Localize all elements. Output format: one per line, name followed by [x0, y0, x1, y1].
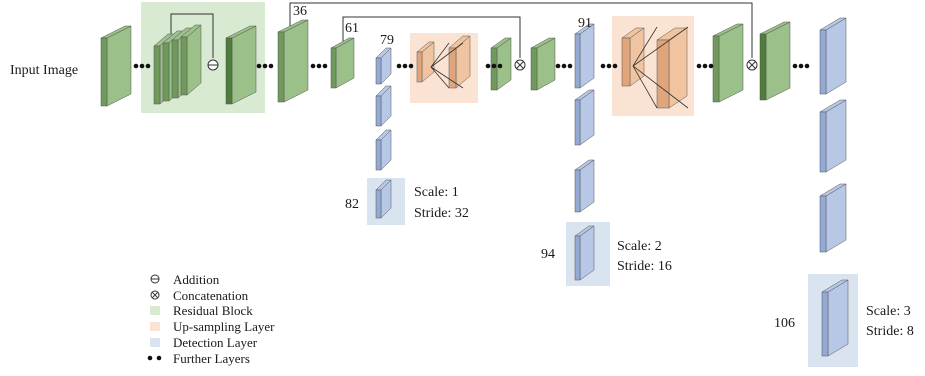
output-1-scale: Scale: 1 [414, 185, 459, 200]
further-layers-dots-icon [147, 355, 162, 361]
detection-layer-106 [821, 279, 849, 357]
conv-layer [530, 37, 556, 91]
output-1-stride: Stride: 32 [414, 206, 469, 221]
conv-layer-61 [330, 37, 355, 89]
further-layer-dot [145, 63, 151, 69]
input-image-label: Input Image [10, 63, 78, 78]
layer-blocks [100, 17, 849, 357]
detection-layer [375, 85, 392, 127]
layer-number-106: 106 [774, 316, 795, 331]
further-layer-dot [310, 63, 316, 69]
upsample-input-layer [621, 27, 645, 87]
layer-number-79: 79 [380, 33, 394, 48]
conv-layer [759, 21, 791, 101]
layer-number-61: 61 [345, 21, 359, 36]
further-layer-dots [133, 63, 810, 69]
layer-number-91: 91 [578, 16, 592, 31]
further-layer-dot [396, 63, 402, 69]
further-layer-dot [262, 63, 268, 69]
further-layer-dot [567, 63, 573, 69]
further-layer-dot [798, 63, 804, 69]
further-layer-dot [485, 63, 491, 69]
legend-label-residual: Residual Block [173, 303, 253, 318]
addition-icon [207, 59, 219, 71]
output-3-scale: Scale: 3 [866, 304, 911, 319]
further-layer-dot [696, 63, 702, 69]
conv-layer [712, 23, 744, 103]
detection-branch-layer-91 [574, 23, 595, 89]
conv-layer-36 [277, 19, 309, 103]
concatenation-icon [514, 59, 526, 71]
residual-output-layer [225, 25, 257, 105]
skip-connections [170, 2, 753, 58]
further-layer-dot [606, 63, 612, 69]
further-layer-dot [792, 63, 798, 69]
layer-number-82: 82 [345, 197, 359, 212]
legend-label-further: Further Layers [173, 351, 250, 366]
concatenation-icon [150, 290, 160, 300]
legend: Addition Concatenation Residual Block Up… [147, 272, 275, 366]
upsampled-layer [656, 27, 688, 109]
residual-block-swatch [150, 306, 160, 315]
detection-layer-82 [375, 179, 392, 219]
detection-layer [819, 183, 847, 253]
output-2-stride: Stride: 16 [617, 259, 672, 274]
further-layer-dot [268, 63, 274, 69]
skip-line-36 [289, 2, 753, 58]
further-layer-dot [708, 63, 714, 69]
addition-icon [150, 274, 160, 284]
detection-layer-94 [574, 225, 595, 281]
further-layer-dot [804, 63, 810, 69]
residual-conv-layer [180, 24, 202, 96]
layer-number-36: 36 [293, 4, 307, 19]
further-layer-dot [133, 63, 139, 69]
further-layer-dot [139, 63, 145, 69]
further-layer-dot [702, 63, 708, 69]
legend-label-detection: Detection Layer [173, 335, 258, 350]
detection-layer [375, 129, 392, 171]
residual-skip-line [170, 13, 214, 58]
further-layer-dot [408, 63, 414, 69]
layer-number-94: 94 [541, 247, 555, 262]
skip-line-61 [342, 16, 521, 58]
upsampled-layer [448, 35, 471, 89]
further-layer-dot [256, 63, 262, 69]
further-layer-dot [491, 63, 497, 69]
detection-branch-layer-106 [819, 17, 847, 95]
legend-label-addition: Addition [173, 272, 220, 287]
detection-layer [574, 159, 595, 213]
upsampling-lines [430, 26, 689, 109]
detection-layer [574, 89, 595, 146]
further-layer-dot [322, 63, 328, 69]
further-layer-dot [555, 63, 561, 69]
output-2-scale: Scale: 2 [617, 239, 662, 254]
legend-label-upsampling: Up-sampling Layer [173, 319, 275, 334]
conv-layer [490, 37, 512, 91]
legend-label-concatenation: Concatenation [173, 288, 249, 303]
detection-branch-layer-79 [375, 47, 392, 85]
output-3-stride: Stride: 8 [866, 324, 914, 339]
detection-layer [819, 99, 847, 173]
further-layer-dot [497, 63, 503, 69]
further-layer-dot [612, 63, 618, 69]
detection-layer-swatch [150, 338, 160, 347]
concatenation-icon [746, 59, 758, 71]
further-layer-dot [402, 63, 408, 69]
further-layer-dot [316, 63, 322, 69]
further-layer-dot [600, 63, 606, 69]
conv-layer [100, 25, 132, 107]
upsample-input-layer [416, 41, 435, 83]
upsampling-layer-swatch [150, 322, 160, 331]
further-layer-dot [561, 63, 567, 69]
